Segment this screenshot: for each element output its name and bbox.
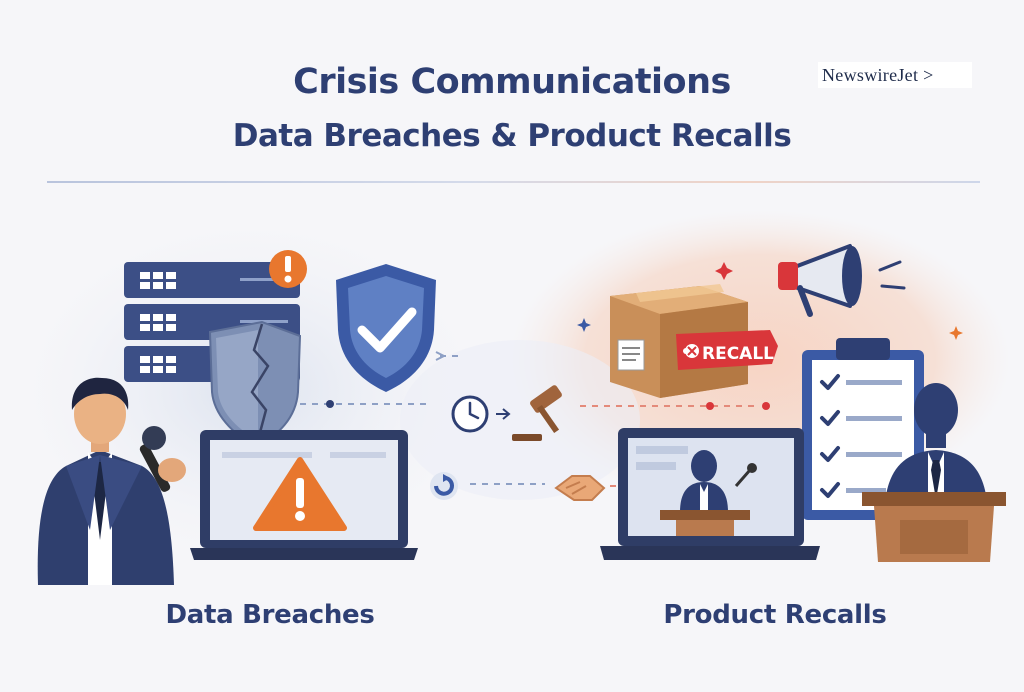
gavel-icon <box>512 385 562 441</box>
page-subtitle: Data Breaches & Product Recalls <box>232 118 792 154</box>
title-divider <box>47 181 980 183</box>
recall-tag-text: RECALL <box>702 344 774 364</box>
data-breaches-label: Data Breaches <box>165 600 375 630</box>
broken-shield-icon <box>208 320 302 448</box>
connector-arrow <box>435 351 447 361</box>
clock-arrow <box>496 408 511 420</box>
center-background-blob <box>400 340 640 500</box>
product-recalls-label: Product Recalls <box>663 600 887 630</box>
connector-dot <box>326 400 334 408</box>
refresh-emblem-icon <box>430 472 458 500</box>
podium-speaker <box>862 383 1006 562</box>
video-monitor-icon <box>600 428 820 560</box>
brand-text: NewswireJet > <box>822 65 934 85</box>
recall-tag: RECALL <box>676 330 778 370</box>
clock-icon <box>451 395 489 433</box>
handshake-icon <box>554 475 606 501</box>
connector-dot-red-2 <box>762 402 770 410</box>
alert-badge-icon <box>269 250 307 288</box>
megaphone-icon <box>778 244 906 317</box>
sparkle-decorations <box>577 262 963 340</box>
spokesperson-microphone <box>37 377 186 585</box>
brand-logo-link[interactable]: NewswireJet > <box>818 62 972 88</box>
laptop-warning-icon <box>190 430 418 560</box>
connector-dot-red <box>706 402 714 410</box>
check-shield-icon <box>336 264 436 392</box>
page-title: Crisis Communications <box>293 62 731 102</box>
